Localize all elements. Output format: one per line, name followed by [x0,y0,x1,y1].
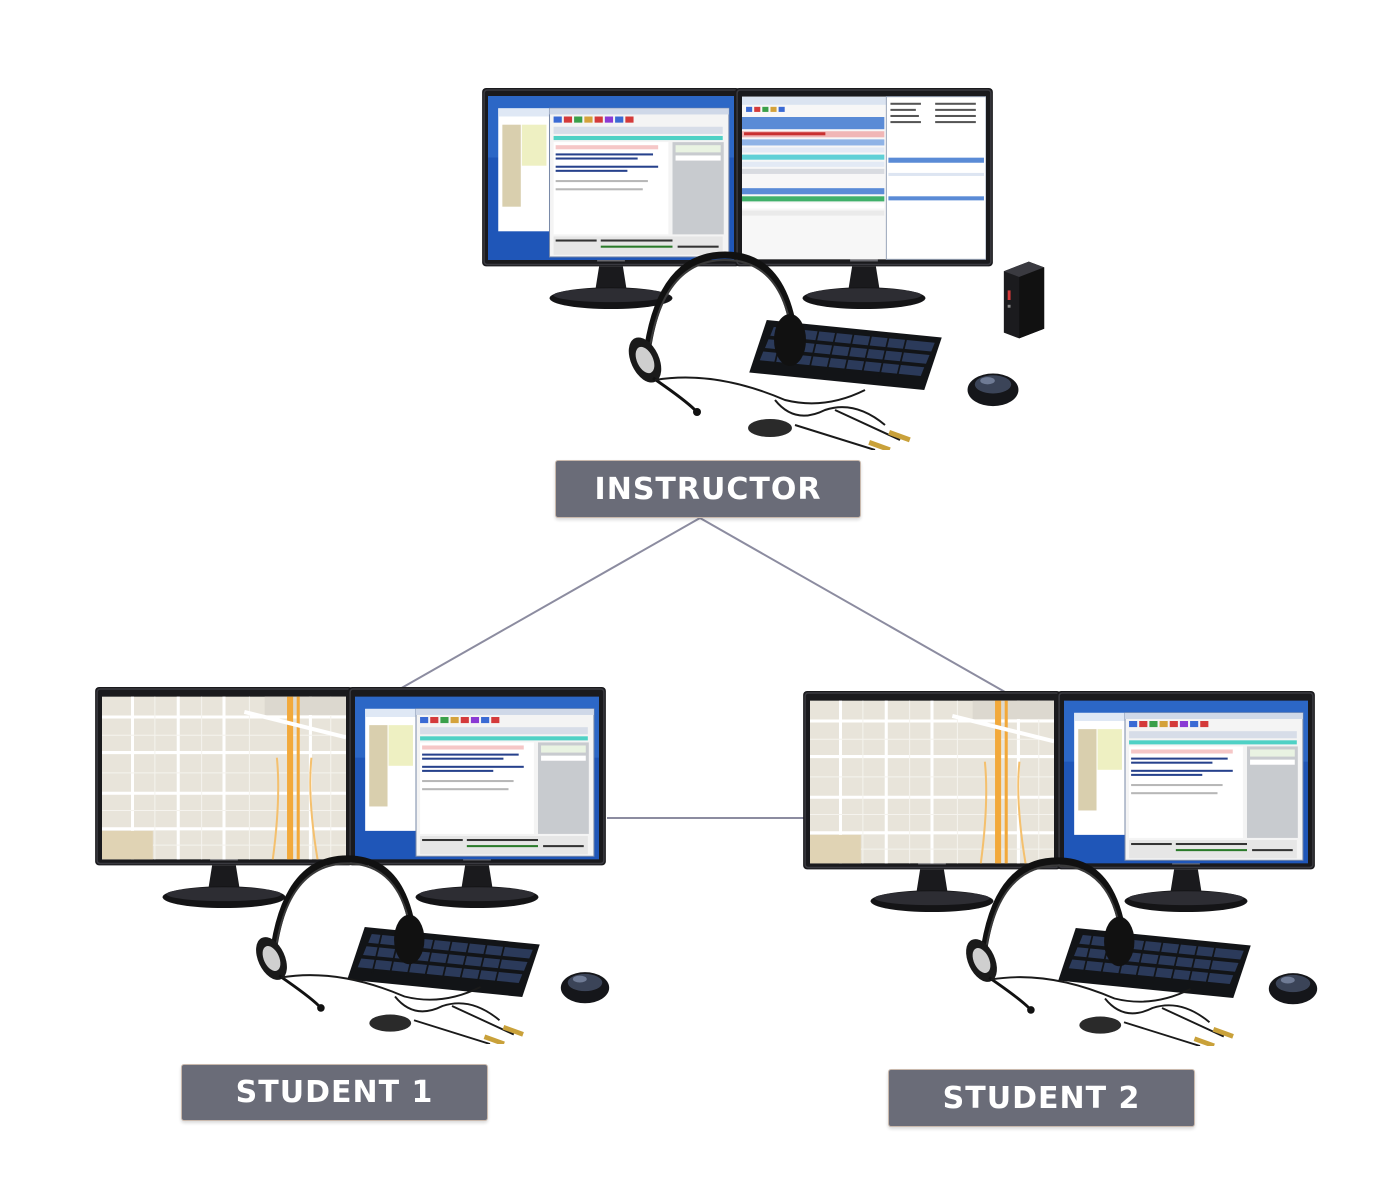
student1-label: STUDENT 1 [181,1064,488,1121]
mouse-icon [560,972,610,1004]
student2-workstation [803,691,1318,1058]
instructor-left-monitor-icon [482,88,740,310]
connector-instructor-student2 [699,517,1006,693]
instructor-workstation [482,88,1045,450]
student2-left-monitor-icon [803,691,1061,913]
instructor-label-text: INSTRUCTOR [594,471,822,507]
student2-label: STUDENT 2 [888,1069,1195,1127]
instructor-label: INSTRUCTOR [555,460,861,518]
student1-left-monitor-icon [95,687,353,909]
student1-label-text: STUDENT 1 [235,1075,434,1110]
student2-label-text: STUDENT 2 [942,1080,1141,1116]
mouse-icon [967,373,1019,407]
mini-pc-icon [1003,261,1045,339]
student1-workstation [95,687,610,1052]
mouse-icon [1268,973,1318,1005]
connector-instructor-student1 [397,517,701,691]
